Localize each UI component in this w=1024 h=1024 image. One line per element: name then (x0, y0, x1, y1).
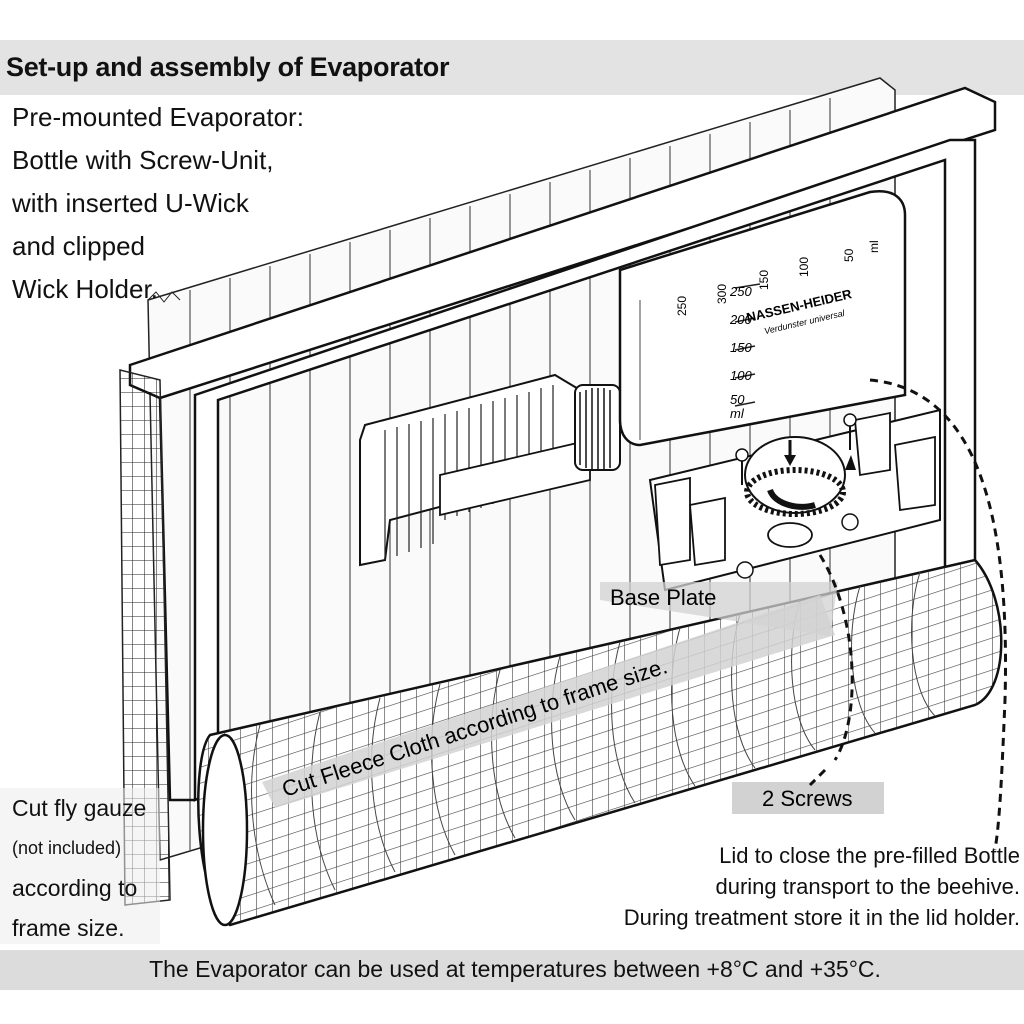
wick-holder (359, 373, 621, 567)
top-scale-unit: ml (867, 240, 881, 253)
lid-note-line: Lid to close the pre-filled Bottle (719, 843, 1020, 868)
fly-gauze-side (119, 369, 171, 906)
gauze-note-line: according to (12, 875, 138, 901)
base-plate-label-band (600, 582, 838, 636)
scale-mark-50: 50 (730, 392, 745, 407)
intro-line: and clipped (12, 231, 145, 261)
top-scale-150: 150 (757, 270, 771, 290)
intro-line: Wick Holder. (12, 274, 158, 304)
top-scale-50: 50 (842, 248, 856, 262)
lid-cap (744, 436, 856, 517)
scale-mark-250: 250 (729, 284, 752, 299)
gauze-label-bg (0, 788, 160, 944)
intro-text: Pre-mounted Evaporator: Bottle with Scre… (12, 96, 304, 311)
top-scale-100: 100 (797, 257, 811, 277)
gauze-note-line: (not included) (12, 838, 122, 858)
scale-mark-100: 100 (730, 368, 752, 383)
leader-lines (808, 378, 1007, 851)
lid-note: Lid to close the pre-filled Bottle durin… (624, 840, 1020, 933)
base-plate-label: Base Plate (610, 585, 716, 610)
gauze-note: Cut fly gauze (not included) according t… (12, 788, 146, 948)
screws-label: 2 Screws (762, 786, 852, 811)
lid-note-line: during transport to the beehive. (715, 874, 1020, 899)
fleece-roll (197, 558, 1003, 927)
lid-note-line: During treatment store it in the lid hol… (623, 905, 1020, 930)
intro-line: Pre-mounted Evaporator: (12, 102, 304, 132)
scale-mark-150: 150 (730, 340, 752, 355)
screws-label-bg (732, 782, 884, 814)
bottle: NASSEN-HEIDER Verdunster universal 250 2… (618, 189, 907, 447)
screw-left (735, 448, 749, 485)
fleece-label-band (262, 595, 835, 808)
gauze-note-line: Cut fly gauze (12, 795, 147, 821)
footer-bar (0, 950, 1024, 990)
scale-mark-200: 200 (729, 312, 752, 327)
gauze-note-line: frame size. (12, 915, 125, 941)
intro-line: with inserted U-Wick (12, 188, 249, 218)
top-scale-300: 300 (715, 284, 729, 304)
footer-note: The Evaporator can be used at temperatur… (149, 956, 881, 982)
page-title: Set-up and assembly of Evaporator (6, 52, 450, 82)
intro-line: Bottle with Screw-Unit, (12, 145, 274, 175)
top-scale-250: 250 (675, 296, 689, 316)
scale-unit: ml (730, 406, 745, 421)
screw-right (843, 413, 857, 450)
